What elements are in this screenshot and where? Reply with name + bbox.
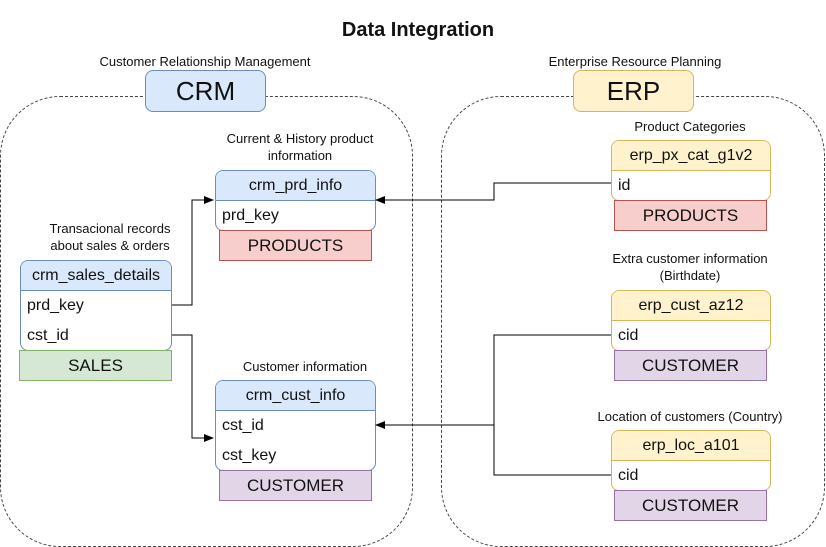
table-header: crm_cust_info [216,381,375,411]
crm-system-box: CRM [145,70,266,112]
table-field: cst_id [27,327,69,344]
connector-sales-to-cust [172,334,214,442]
erp-cust-az12-table[interactable]: erp_cust_az12 cid [611,290,771,351]
table-header: crm_sales_details [21,261,171,291]
table-field: cst_id [222,417,264,434]
erp-cust-caption: Extra customer information (Birthdate) [595,250,785,284]
erp-cust-caption-line1: Extra customer information [612,251,768,266]
erp-cat-tag: PRODUCTS [614,200,767,231]
crm-cust-tag: CUSTOMER [219,470,372,501]
table-field: prd_key [27,297,84,314]
erp-cat-caption: Product Categories [634,119,746,134]
erp-loc-caption: Location of customers (Country) [597,409,783,424]
table-header: erp_cust_az12 [612,291,770,321]
table-header: crm_prd_info [216,171,375,201]
crm-caption: Customer Relationship Management [99,54,311,69]
crm-prd-caption-line2: information [267,148,333,163]
crm-prd-caption: Current & History product information [200,130,400,164]
crm-prd-info-table[interactable]: crm_prd_info prd_key [215,170,376,231]
table-field: id [618,177,631,194]
erp-cust-caption-line2: (Birthdate) [659,268,721,283]
table-field: cid [618,327,639,344]
table-header: erp_loc_a101 [612,431,770,461]
crm-prd-caption-line1: Current & History product [226,131,374,146]
connector-sales-to-prd [172,196,214,306]
erp-cust-tag: CUSTOMER [614,350,767,381]
crm-sales-caption: Transacional records about sales & order… [30,220,190,254]
table-field: prd_key [222,207,279,224]
erp-caption: Enterprise Resource Planning [548,54,722,69]
connector-erp-cust-to-cust [375,334,611,429]
crm-prd-tag: PRODUCTS [219,230,372,261]
crm-sales-caption-line2: about sales & orders [50,238,170,253]
erp-system-box: ERP [573,70,694,112]
crm-sales-details-table[interactable]: crm_sales_details prd_key cst_id [20,260,172,351]
diagram-title: Data Integration [341,19,495,41]
table-field: cst_key [222,447,277,464]
table-header: erp_px_cat_g1v2 [612,141,770,171]
table-field: cid [618,467,639,484]
crm-sales-caption-line1: Transacional records [49,221,171,236]
crm-sales-tag: SALES [19,350,172,381]
connector-erp-loc-to-cust [493,425,611,476]
erp-px-cat-table[interactable]: erp_px_cat_g1v2 id [611,140,771,201]
erp-loc-a101-table[interactable]: erp_loc_a101 cid [611,430,771,491]
erp-loc-tag: CUSTOMER [614,490,767,521]
crm-cust-caption: Customer information [242,359,368,374]
connector-erp-cat-to-prd [375,182,611,204]
